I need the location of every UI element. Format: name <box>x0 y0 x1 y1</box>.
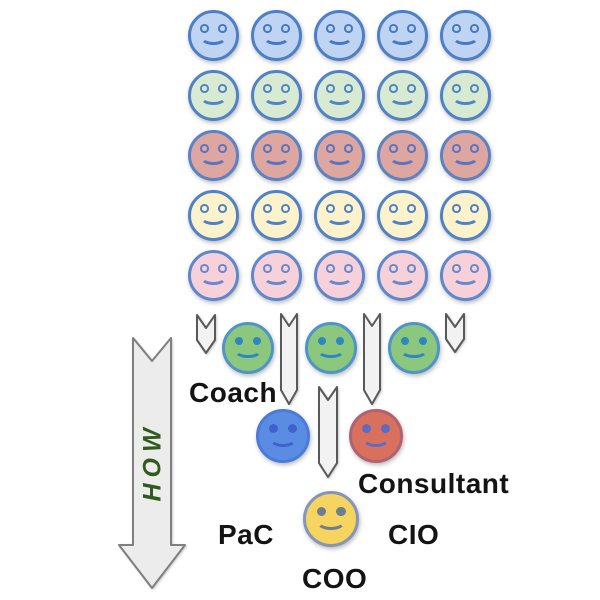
smile-mouth-icon <box>268 429 298 447</box>
smile-mouth-icon <box>200 149 227 166</box>
smile-mouth-icon <box>452 209 479 226</box>
smiley-face-salmon <box>440 130 491 181</box>
smile-mouth-icon <box>263 269 290 286</box>
smile-mouth-icon <box>326 209 353 226</box>
down-arrow-icon <box>196 314 216 354</box>
smile-mouth-icon <box>317 342 345 359</box>
smile-mouth-icon <box>326 29 353 46</box>
how-label: HOW <box>138 422 167 502</box>
smile-mouth-icon <box>452 149 479 166</box>
pac-smiley <box>256 409 310 463</box>
smiley-face-salmon <box>314 130 365 181</box>
smile-mouth-icon <box>389 29 416 46</box>
smiley-face-green <box>377 70 428 121</box>
smiley-face-green <box>440 70 491 121</box>
audience-grid <box>188 10 491 301</box>
smiley-face-pink <box>440 250 491 301</box>
smile-mouth-icon <box>361 429 391 447</box>
down-arrow-icon <box>363 313 381 405</box>
smile-mouth-icon <box>389 89 416 106</box>
smile-mouth-icon <box>452 89 479 106</box>
smile-mouth-icon <box>200 209 227 226</box>
coach-smiley <box>222 322 274 374</box>
smile-mouth-icon <box>263 149 290 166</box>
smile-mouth-icon <box>200 269 227 286</box>
audience-row-pink <box>188 250 491 301</box>
coo-label: COO <box>302 563 368 594</box>
smile-mouth-icon <box>234 342 262 359</box>
smiley-face-blue <box>377 10 428 61</box>
smiley-face-cream <box>251 190 302 241</box>
cio-smiley <box>303 491 359 547</box>
smiley-face-salmon <box>377 130 428 181</box>
smiley-face-blue <box>251 10 302 61</box>
smile-mouth-icon <box>326 269 353 286</box>
smile-mouth-icon <box>263 209 290 226</box>
audience-row-cream <box>188 190 491 241</box>
consultant-label: Consultant <box>358 468 510 499</box>
smile-mouth-icon <box>389 209 416 226</box>
smiley-face-pink <box>314 250 365 301</box>
consultant-smiley-face <box>349 409 403 463</box>
smile-mouth-icon <box>400 342 428 359</box>
smiley-face-pink <box>251 250 302 301</box>
smile-mouth-icon <box>316 512 346 530</box>
coach-smiley <box>305 322 357 374</box>
smiley-face-blue <box>440 10 491 61</box>
coach-label: Coach <box>189 377 278 408</box>
smile-mouth-icon <box>452 29 479 46</box>
cio-label: CIO <box>388 519 440 550</box>
smiley-face-pink <box>188 250 239 301</box>
pac-label: PaC <box>218 519 274 550</box>
smile-mouth-icon <box>326 149 353 166</box>
cio-smiley-face <box>303 491 359 547</box>
coach-smiley <box>388 322 440 374</box>
smiley-face-green <box>251 70 302 121</box>
consultant-smiley <box>349 409 403 463</box>
smiley-face-cream <box>314 190 365 241</box>
smile-mouth-icon <box>200 29 227 46</box>
smile-mouth-icon <box>263 29 290 46</box>
smiley-face-green <box>188 70 239 121</box>
smile-mouth-icon <box>263 89 290 106</box>
smiley-face-salmon <box>251 130 302 181</box>
coach-row <box>222 322 440 374</box>
smiley-face-blue <box>314 10 365 61</box>
audience-row-green <box>188 70 491 121</box>
smiley-face-cream <box>440 190 491 241</box>
audience-row-blue <box>188 10 491 61</box>
smile-mouth-icon <box>200 89 227 106</box>
smile-mouth-icon <box>389 149 416 166</box>
smiley-face-cream <box>377 190 428 241</box>
smiley-face-cream <box>188 190 239 241</box>
smiley-face-blue <box>188 10 239 61</box>
smile-mouth-icon <box>452 269 479 286</box>
audience-row-salmon <box>188 130 491 181</box>
down-arrow-icon <box>318 386 338 478</box>
smile-mouth-icon <box>389 269 416 286</box>
down-arrow-icon <box>280 313 298 405</box>
smiley-face-salmon <box>188 130 239 181</box>
smiley-face-green <box>314 70 365 121</box>
smile-mouth-icon <box>326 89 353 106</box>
smiley-face-pink <box>377 250 428 301</box>
down-arrow-icon <box>445 313 465 353</box>
pac-smiley-face <box>256 409 310 463</box>
how-arrow-icon <box>118 337 186 589</box>
